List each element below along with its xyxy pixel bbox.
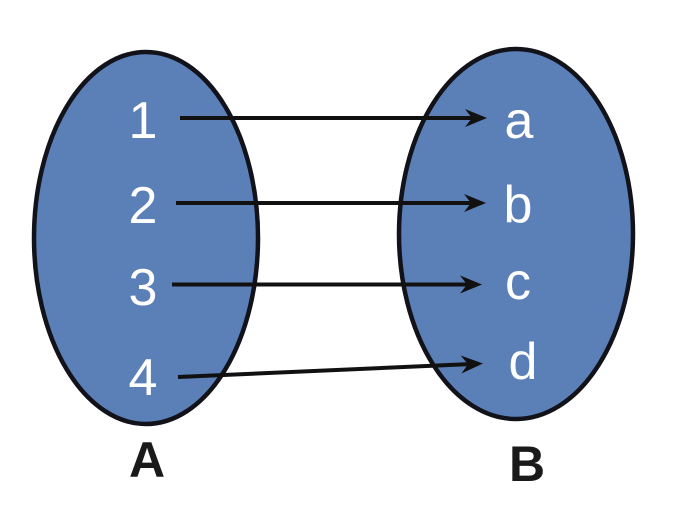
set-a-element-4: 4 — [129, 349, 158, 407]
set-b-label: B — [509, 436, 545, 492]
set-b-element-b: b — [504, 176, 533, 234]
set-b-element-d: d — [509, 333, 538, 391]
set-b-element-a: a — [505, 92, 534, 150]
set-a-element-2: 2 — [129, 177, 158, 235]
set-a-ellipse — [31, 49, 261, 427]
mapping-arrows — [172, 109, 487, 379]
arrow-4-to-d — [177, 355, 483, 379]
set-a-element-3: 3 — [129, 259, 158, 317]
set-b-ellipse — [396, 46, 636, 422]
set-a-label: A — [129, 432, 165, 488]
set-a-element-1: 1 — [129, 92, 158, 150]
set-b-element-c: c — [505, 253, 531, 311]
